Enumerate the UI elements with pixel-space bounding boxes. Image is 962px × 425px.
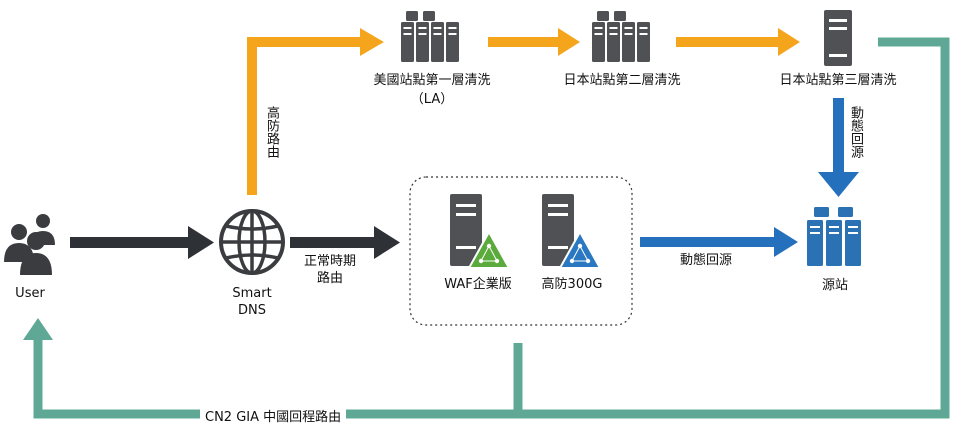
ddos-server-icon: [542, 194, 602, 269]
origin-server-icon: [807, 207, 861, 266]
smart-dns-label-line2: DNS: [238, 303, 266, 318]
jp-scrubbing-2-label: 日本站點第二層清洗: [563, 73, 681, 88]
origin-label: 源站: [821, 278, 849, 293]
dns-to-waf-arrow: [290, 226, 400, 259]
orange-arrow-2: [488, 28, 580, 56]
user-icon: [4, 214, 55, 275]
normal-route-label-line2: 路由: [316, 271, 344, 286]
blue-arrow-horizontal: [640, 227, 798, 257]
jp-scrubbing-3-server-icon: [824, 10, 852, 66]
globe-icon: [219, 209, 285, 275]
jp-scrubbing-3-label: 日本站點第三層清洗: [779, 73, 897, 88]
high-defense-route-label: 高防路由: [264, 106, 279, 158]
cn2-return-label: CN2 GIA 中國回程路由: [200, 406, 347, 425]
us-scrubbing-label: 美國站點第一層清洗: [373, 73, 491, 88]
us-scrubbing-sublabel: （LA）: [410, 92, 454, 107]
smart-dns-label-line1: Smart: [232, 286, 272, 301]
waf-label: WAF企業版: [444, 277, 512, 292]
orange-arrowhead-1: [360, 28, 384, 56]
user-label: User: [15, 286, 45, 301]
ddos-label: 高防300G: [541, 277, 603, 292]
blue-arrow-vertical: [818, 98, 859, 197]
waf-server-icon: [450, 194, 511, 269]
normal-route-label-line1: 正常時期: [303, 254, 357, 269]
jp-scrubbing-2-server-icon: [592, 11, 650, 62]
dynamic-origin-vertical-label: 動態回源: [848, 106, 863, 158]
us-scrubbing-server-icon: [401, 11, 459, 62]
cn2-return-route: [33, 37, 950, 419]
waf-group-box: [409, 176, 633, 326]
user-to-dns-arrow: [70, 226, 214, 259]
orange-arrow-3: [676, 28, 800, 56]
orange-route-up: [247, 37, 362, 195]
dynamic-origin-label: 動態回源: [679, 253, 733, 268]
cn2-arrowhead: [23, 318, 53, 340]
